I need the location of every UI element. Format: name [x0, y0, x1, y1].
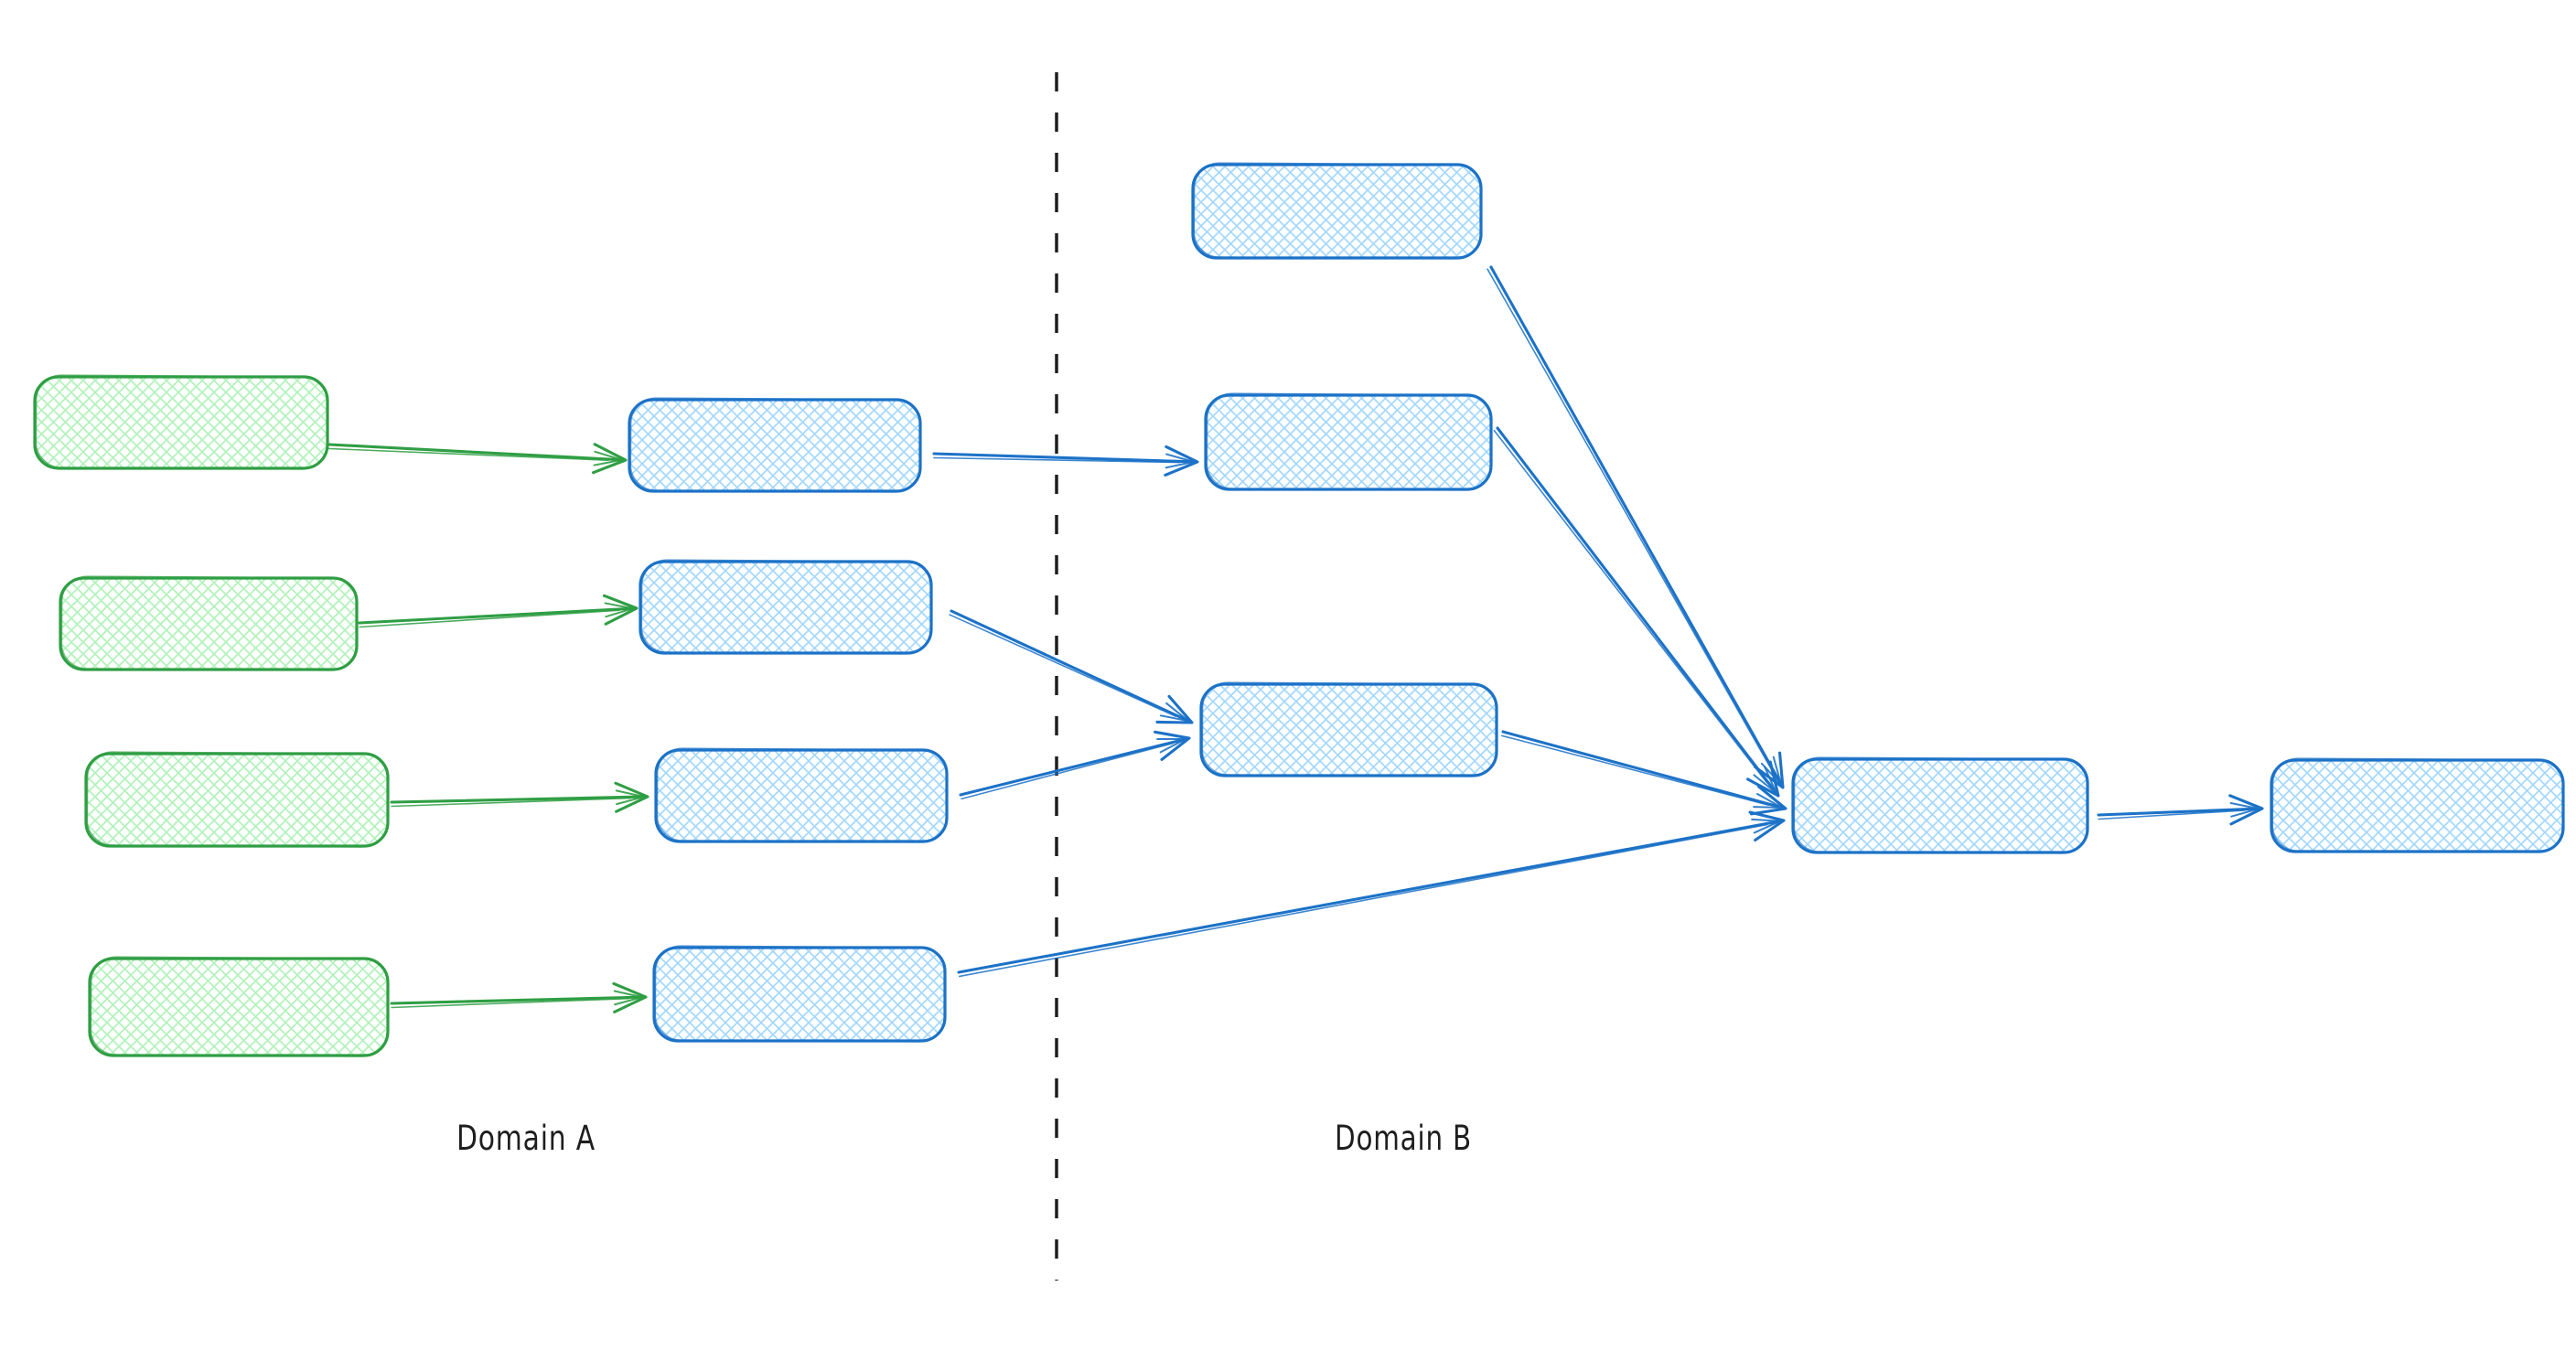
edge-b-merge-to-b-output [2097, 794, 2264, 826]
edge-b-node-3-to-b-merge [1501, 730, 1787, 816]
edge-b-node-1-to-b-merge [1487, 265, 1785, 789]
edge-a-source-2-to-a-node-2 [358, 594, 639, 628]
nodes-layer [33, 162, 2565, 1057]
edge-a-source-1-to-a-node-1 [327, 443, 628, 475]
edge-a-node-2-to-b-node-3 [949, 609, 1194, 724]
node-domain-a-node-2 [639, 559, 933, 655]
domain-a-label: Domain A [456, 1119, 596, 1158]
edge-a-node-3-to-b-node-3 [959, 730, 1191, 800]
node-domain-a-node-3 [654, 747, 949, 843]
node-domain-b-node-2 [1204, 392, 1493, 491]
node-domain-a-source-4 [88, 956, 390, 1057]
node-domain-b-node-3 [1199, 681, 1498, 777]
node-domain-a-node-1 [628, 397, 922, 493]
node-domain-b-node-1 [1191, 162, 1483, 260]
edge-a-source-3-to-a-node-3 [390, 781, 649, 813]
node-domain-a-source-1 [33, 374, 329, 470]
domain-b-label: Domain B [1335, 1119, 1472, 1158]
edge-a-node-4-to-b-merge [957, 810, 1786, 978]
edge-a-source-4-to-a-node-4 [390, 981, 648, 1013]
node-domain-a-source-3 [84, 751, 390, 848]
edge-b-node-2-to-b-merge [1493, 426, 1780, 798]
node-domain-a-source-2 [59, 575, 359, 671]
node-domain-b-merge [1791, 756, 2089, 854]
edge-a-node-1-to-b-node-2 [932, 445, 1199, 477]
node-domain-a-node-4 [652, 945, 947, 1043]
node-domain-b-output [2270, 757, 2565, 853]
edges-layer [327, 265, 2264, 1013]
